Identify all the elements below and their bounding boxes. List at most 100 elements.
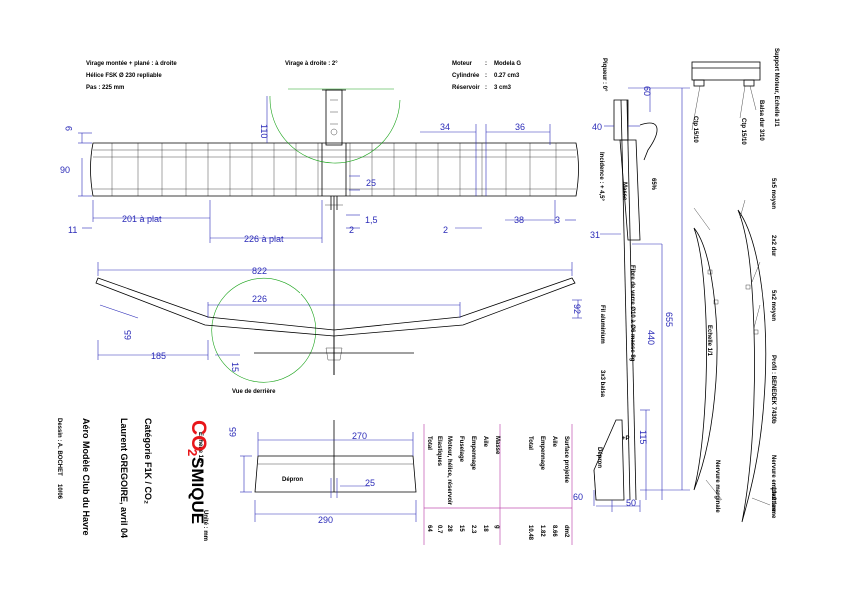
dim-36: 36 (515, 122, 525, 132)
moyen5x5-label: 5x5 moyen (770, 178, 776, 209)
depron-label: Dépron (282, 477, 303, 483)
dim-15: 15 (230, 362, 240, 372)
dim-50: 50 (626, 498, 636, 508)
engine-support (691, 61, 761, 131)
ctp-label-1: Ctp 15/10 (692, 116, 698, 143)
surface-row-3-value: 10.48 (527, 525, 533, 541)
surface-row-1-label: Aile (551, 436, 557, 448)
dim-226-plat: 226 à plat (244, 234, 284, 244)
title-co: CO (187, 420, 210, 452)
mass-row-1-label: Aile (482, 436, 488, 448)
dim-290: 290 (318, 515, 333, 525)
mass-row-5-label: Elastiques (436, 436, 442, 467)
mass-row-1-value: 18 (482, 525, 488, 532)
mass-unit: g (494, 525, 500, 529)
engine-value-1: Modela G (494, 61, 521, 67)
mass-row-3-label: Fuselage (458, 436, 464, 463)
surface-unit: dm2 (563, 525, 569, 538)
dim-65b: 65 (228, 427, 238, 437)
incidence-label: Incidence : + 4,5° (598, 152, 604, 202)
engine-sep-2: : (485, 73, 487, 79)
dim-31: 31 (590, 230, 600, 240)
title-author: Laurent GREGOIRE, avril 04 (119, 418, 129, 538)
mass-row-5-value: 0.7 (436, 525, 442, 534)
note-turn: Virage montée + plané : à droite (86, 61, 177, 67)
engine-label-3: Réservoir (452, 85, 480, 91)
dim-11: 11 (68, 225, 77, 235)
dim-90: 90 (60, 165, 70, 175)
dim-2a: 2 (349, 225, 354, 235)
airfoil-root (737, 209, 767, 523)
engine-sep-1: : (485, 61, 487, 67)
dur2x2-label: 2x2 dur (770, 235, 776, 257)
dim-92: 92 (572, 304, 582, 314)
fuselage-top-view (322, 89, 346, 375)
dims-side-view (593, 87, 690, 512)
title-category: Catégorie F1K / CO₂ (143, 418, 153, 504)
title-smique: SMIQUE (188, 457, 207, 524)
mass-row-2-value: 2.3 (470, 525, 476, 534)
title-ref: 10/06 (56, 484, 62, 500)
title-block: CO 2 SMIQUE (185, 420, 210, 524)
engine-sep-3: : (485, 85, 487, 91)
wing-top-view (90, 142, 579, 197)
dim-226: 226 (252, 294, 267, 304)
dim-40: 40 (592, 122, 602, 132)
mass-row-4-value: 28 (446, 525, 452, 532)
dims-stabilizer (240, 432, 417, 522)
data-table (423, 424, 573, 545)
balsa30-label: Balsa dur 3/10 (758, 100, 764, 141)
scale-1-1-airfoil: Echelle 1/1 (706, 325, 712, 357)
surface-row-2-value: 1.82 (539, 525, 545, 537)
dims-rear-view (97, 262, 582, 360)
fil-label: Fil aluminium (599, 305, 605, 344)
dims-top-view (78, 96, 576, 243)
mass-row-4-label: Moteur, hélice, réservoir (446, 436, 452, 506)
title-club: Aéro Modèle Club du Havre (81, 418, 91, 536)
fibre-label: Fibre de verre Ø10 à Ø6 masse 8g (629, 265, 635, 362)
title-drawn: Dessin : A. BOCHET (56, 418, 62, 476)
dim-822: 822 (252, 266, 267, 276)
wing-rear-view (95, 277, 576, 375)
rear-view-label: Vue de derrière (232, 389, 276, 395)
mass-row-6-value: 64 (426, 525, 432, 532)
dim-9: 9 (64, 126, 74, 131)
dim-655: 655 (664, 312, 674, 327)
cg-label: 65% (650, 178, 656, 191)
ferme-label: 10x2 ferme (770, 487, 776, 519)
dim-34: 34 (440, 122, 450, 132)
dim-201: 201 à plat (122, 214, 162, 224)
nervure-emplanture-label: Nervure emplanture (770, 455, 776, 512)
pignon-label: Piqueur : 0° (601, 58, 607, 92)
nervure-marginale-label: Nervure marginale (714, 460, 720, 513)
fuselage-side-view (593, 99, 658, 501)
masse-label: Masse (621, 182, 627, 201)
dim-25: 25 (366, 178, 376, 188)
title-sub2: 2 (185, 449, 200, 456)
surface-row-2-label: Empennage (539, 436, 545, 471)
engine-label-2: Cylindrée (452, 73, 480, 79)
note-pitch: Pas : 225 mm (86, 85, 124, 91)
note-rudder: Virage à droite : 2° (285, 61, 338, 67)
prop-arc-top (269, 95, 401, 164)
mass-row-6-label: Total (426, 436, 432, 450)
airfoil-leaders (693, 199, 771, 506)
ctp-label-2: Ctp 15/10 (740, 118, 746, 145)
engine-value-2: 0.27 cm3 (494, 73, 520, 79)
prop-disc-rear (211, 277, 317, 383)
dim-185: 185 (151, 351, 166, 361)
dim-440: 440 (646, 330, 656, 345)
engine-label-1: Moteur (452, 61, 473, 67)
mass-head: Masse (494, 436, 500, 455)
surface-row-3-label: Total (527, 436, 533, 450)
mass-row-3-value: 15 (458, 525, 464, 532)
dim-3: 3 (555, 215, 560, 225)
dim-38: 38 (514, 215, 524, 225)
note-propeller: Hélice FSK Ø 230 repliable (86, 73, 162, 79)
dim-1-5: 1,5 (365, 215, 378, 225)
dim-2b: 2 (443, 225, 448, 235)
stabilizer-top-view (254, 420, 417, 493)
airfoil-tip (693, 227, 719, 491)
mass-row-2-label: Empennage (470, 436, 476, 471)
